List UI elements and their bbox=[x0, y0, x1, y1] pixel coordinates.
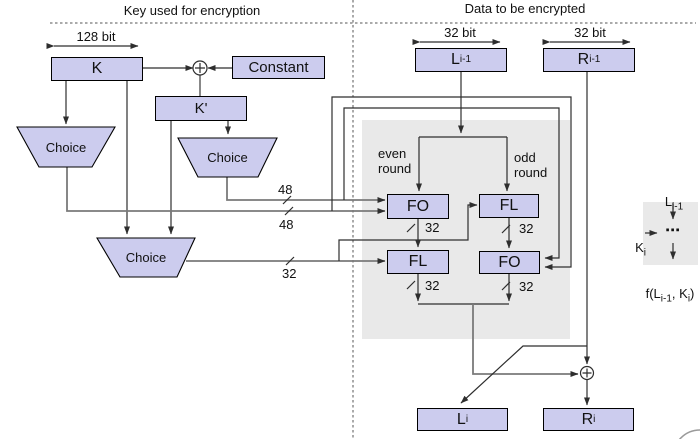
f-legend-key-sub: i bbox=[643, 247, 646, 259]
w32-fl-odd-label: 32 bbox=[519, 221, 534, 236]
right-data-width-label: 32 bit bbox=[574, 25, 606, 40]
round-function-panel bbox=[362, 120, 570, 339]
even-round-label: even round bbox=[378, 146, 412, 176]
lower-48-label: 48 bbox=[279, 217, 294, 232]
f-legend-input-sub: i-1 bbox=[672, 201, 684, 213]
f-out-s1: i-1 bbox=[660, 293, 672, 305]
f-legend-input-label: Li-1 bbox=[645, 180, 700, 213]
fo-odd-box: FO bbox=[479, 251, 540, 274]
section-title-data: Data to be encrypted bbox=[464, 1, 586, 16]
section-title-key: Key used for encryption bbox=[123, 3, 261, 18]
w32-fl-even-label: 32 bbox=[425, 278, 440, 293]
w32-fo-even-label: 32 bbox=[425, 220, 440, 235]
f-out-p1: f(L bbox=[645, 285, 661, 301]
odd-round-label: odd round bbox=[514, 150, 548, 180]
fo-even-box: FO bbox=[387, 194, 449, 219]
choice-top-shape bbox=[16, 126, 116, 168]
r-input-label: R bbox=[577, 51, 590, 68]
fl-odd-box: FL bbox=[479, 194, 539, 218]
f-legend-wires bbox=[645, 203, 676, 260]
f-out-p3: ) bbox=[690, 285, 695, 301]
f-legend-input-main: L bbox=[664, 193, 673, 209]
key-panel-wires bbox=[63, 65, 572, 270]
choice-mid-shape bbox=[177, 137, 278, 178]
left-data-width-label: 32 bit bbox=[444, 25, 476, 40]
bit-width-arrows bbox=[46, 39, 631, 49]
xor-output bbox=[579, 365, 595, 381]
choice-bottom-label: Choice bbox=[125, 250, 167, 265]
xor-key-constant bbox=[192, 60, 208, 76]
r-output-label: R bbox=[581, 410, 594, 428]
upper-48-label: 48 bbox=[278, 182, 293, 197]
fl-even-box: FL bbox=[387, 250, 449, 274]
key-32-label: 32 bbox=[282, 266, 297, 281]
l-input-label: L bbox=[450, 51, 460, 68]
key-width-label: 128 bit bbox=[76, 29, 116, 44]
f-legend-key-main: K bbox=[635, 239, 644, 255]
choice-mid-label: Choice bbox=[207, 150, 248, 165]
key-box: K bbox=[51, 57, 143, 81]
choice-bottom-shape bbox=[96, 237, 196, 278]
data-panel-wires bbox=[406, 72, 590, 406]
f-legend-key-label: Ki bbox=[628, 226, 646, 259]
constant-box: Constant bbox=[232, 56, 325, 79]
choice-shapes bbox=[16, 126, 278, 278]
choice-top-label: Choice bbox=[45, 140, 87, 155]
f-legend-dots: ⋯ bbox=[665, 222, 681, 239]
w32-fo-odd-label: 32 bbox=[519, 279, 534, 294]
f-legend-output-label: f(Li-1, Ki) bbox=[632, 272, 700, 305]
k-prime-box: K' bbox=[155, 96, 247, 121]
f-out-p2: , K bbox=[671, 285, 688, 301]
f-out-s2: i bbox=[687, 293, 691, 305]
l-output-label: L bbox=[456, 410, 466, 428]
section-divider-lines bbox=[50, 0, 696, 439]
corner-arc-decoration bbox=[678, 429, 700, 439]
